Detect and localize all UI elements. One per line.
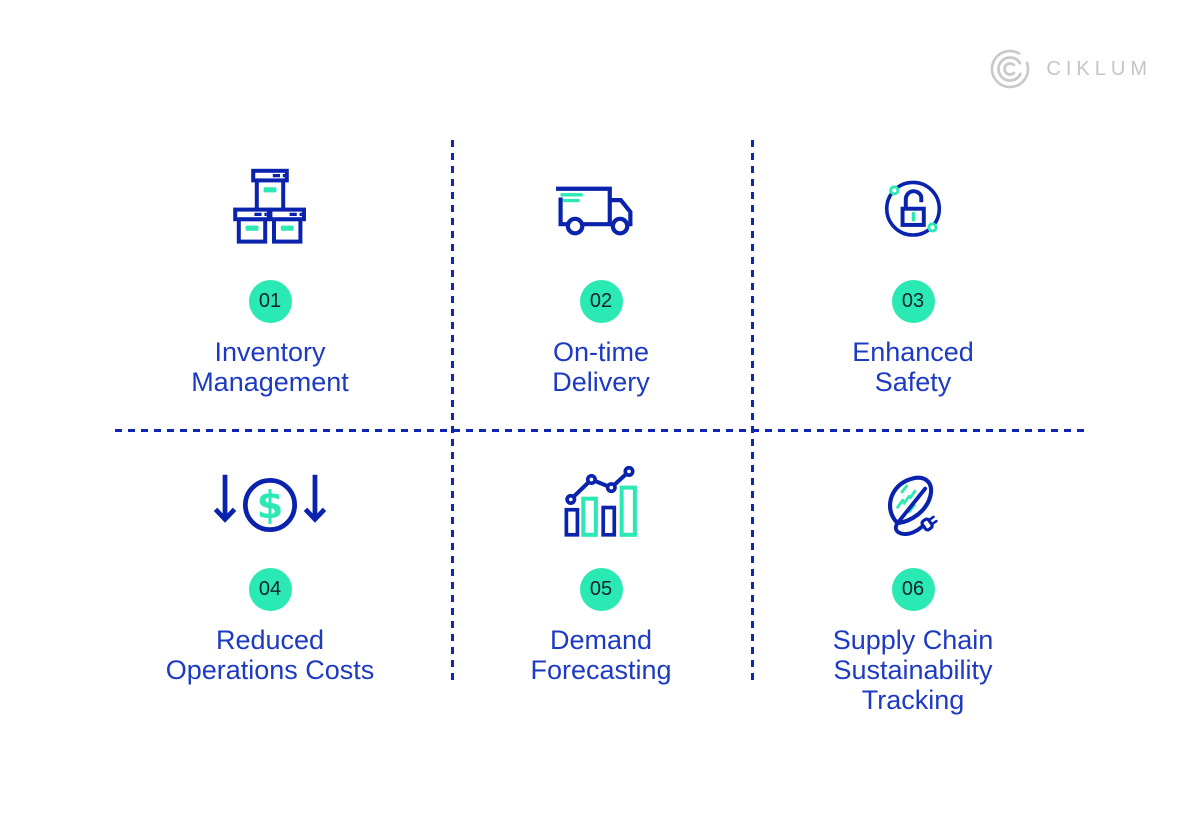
icon-box — [564, 440, 638, 546]
cell-inventory-management: 01 Inventory Management — [100, 148, 440, 397]
boxes-icon — [233, 168, 306, 244]
step-badge: 03 — [891, 280, 935, 323]
ciklum-logo-icon — [991, 49, 1030, 89]
ciklum-logo-text: CIKLUM — [1046, 57, 1152, 80]
cell-title: On-time Delivery — [552, 337, 650, 397]
cell-supply-chain-sustainability-tracking: 06 Supply Chain Sustainability Tracking — [743, 440, 1083, 715]
divider-vertical-right — [751, 140, 754, 683]
cell-title: Enhanced Safety — [852, 337, 974, 397]
step-badge: 05 — [579, 568, 623, 611]
bar-chart-trend-icon — [564, 465, 637, 537]
divider-horizontal — [115, 429, 1086, 432]
cell-on-time-delivery: 02 On-time Delivery — [431, 148, 771, 397]
step-badge: 06 — [891, 568, 935, 611]
icon-box — [881, 440, 945, 546]
icon-box: $ — [213, 440, 327, 546]
step-badge: 04 — [248, 568, 292, 611]
cell-title: Reduced Operations Costs — [165, 625, 375, 685]
svg-text:$: $ — [257, 483, 283, 527]
cell-title: Demand Forecasting — [530, 625, 672, 685]
dollar-down-arrows-icon: $ — [213, 474, 327, 533]
delivery-truck-icon — [556, 186, 633, 236]
leaf-plug-icon — [887, 475, 938, 537]
cell-title: Supply Chain Sustainability Tracking — [832, 625, 994, 715]
cell-enhanced-safety: 03 Enhanced Safety — [743, 148, 1083, 397]
icon-box — [877, 148, 949, 254]
ciklum-logo: CIKLUM — [988, 46, 1152, 92]
cell-reduced-operations-costs: $ 04 Reduced Operations Costs — [100, 440, 440, 685]
step-badge: 01 — [248, 280, 292, 323]
icon-box — [232, 148, 308, 254]
icon-box — [555, 148, 647, 254]
step-badge: 02 — [579, 280, 623, 323]
cell-title: Inventory Management — [191, 337, 349, 397]
divider-vertical-left — [451, 140, 454, 683]
cell-demand-forecasting: 05 Demand Forecasting — [431, 440, 771, 685]
padlock-icon — [884, 180, 942, 237]
